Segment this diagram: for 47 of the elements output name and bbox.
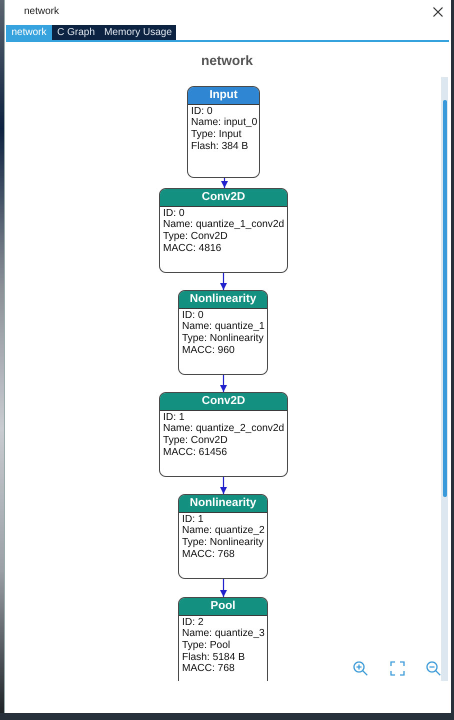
node-property: Name: quantize_2_conv2d — [162, 423, 284, 435]
node-header: Conv2D — [160, 189, 287, 207]
arrow — [221, 178, 228, 188]
node-property: Type: Nonlinearity — [181, 332, 264, 345]
node-property: Name: quantize_3 — [181, 628, 265, 640]
node-header: Pool — [179, 598, 267, 616]
node-property: MACC: 61456 — [162, 446, 227, 458]
layer-node — [159, 188, 288, 273]
node-property: Name: quantize_2 — [181, 525, 265, 537]
node-property: MACC: 960 — [181, 344, 235, 356]
layer-node — [159, 392, 288, 477]
node-property: MACC: 768 — [181, 663, 235, 676]
tab: Memory Usage — [100, 25, 176, 40]
node-property: MACC: 4816 — [162, 242, 222, 254]
window-title: network — [24, 6, 60, 17]
node-property: Flash: 384 B — [190, 140, 248, 152]
node-header: Nonlinearity — [179, 291, 267, 309]
arrow — [220, 477, 227, 494]
tab: C Graph — [52, 25, 100, 40]
node-property: ID: 2 — [181, 616, 204, 628]
node-property: Type: Pool — [181, 640, 230, 652]
node-property: ID: 0 — [162, 208, 185, 220]
layer-node — [187, 86, 260, 178]
arrow — [220, 579, 227, 597]
node-property: Type: Conv2D — [162, 230, 228, 243]
node-property: ID: 0 — [190, 106, 213, 118]
arrow — [220, 273, 227, 290]
layer-node — [178, 290, 268, 375]
layer-node — [178, 494, 268, 579]
node-property: Flash: 5184 B — [181, 652, 245, 664]
node-property: Type: Input — [190, 128, 242, 141]
node-header: Nonlinearity — [179, 495, 267, 513]
arrow — [220, 375, 227, 392]
diagram-title: network — [201, 53, 253, 68]
node-property: ID: 0 — [181, 310, 204, 322]
tab: network — [6, 25, 52, 40]
node-property: Type: Nonlinearity — [181, 536, 264, 549]
node-property: ID: 1 — [181, 514, 204, 526]
node-property: Type: Conv2D — [162, 434, 228, 447]
node-header: Conv2D — [160, 393, 287, 411]
node-header: Input — [188, 87, 259, 105]
layer-node — [178, 597, 268, 681]
node-property: Name: quantize_1 — [181, 321, 265, 333]
node-property: Name: input_0 — [190, 117, 258, 129]
node-property: ID: 1 — [162, 412, 185, 424]
node-property: MACC: 768 — [181, 548, 235, 560]
node-property: Name: quantize_1_conv2d — [162, 219, 284, 231]
